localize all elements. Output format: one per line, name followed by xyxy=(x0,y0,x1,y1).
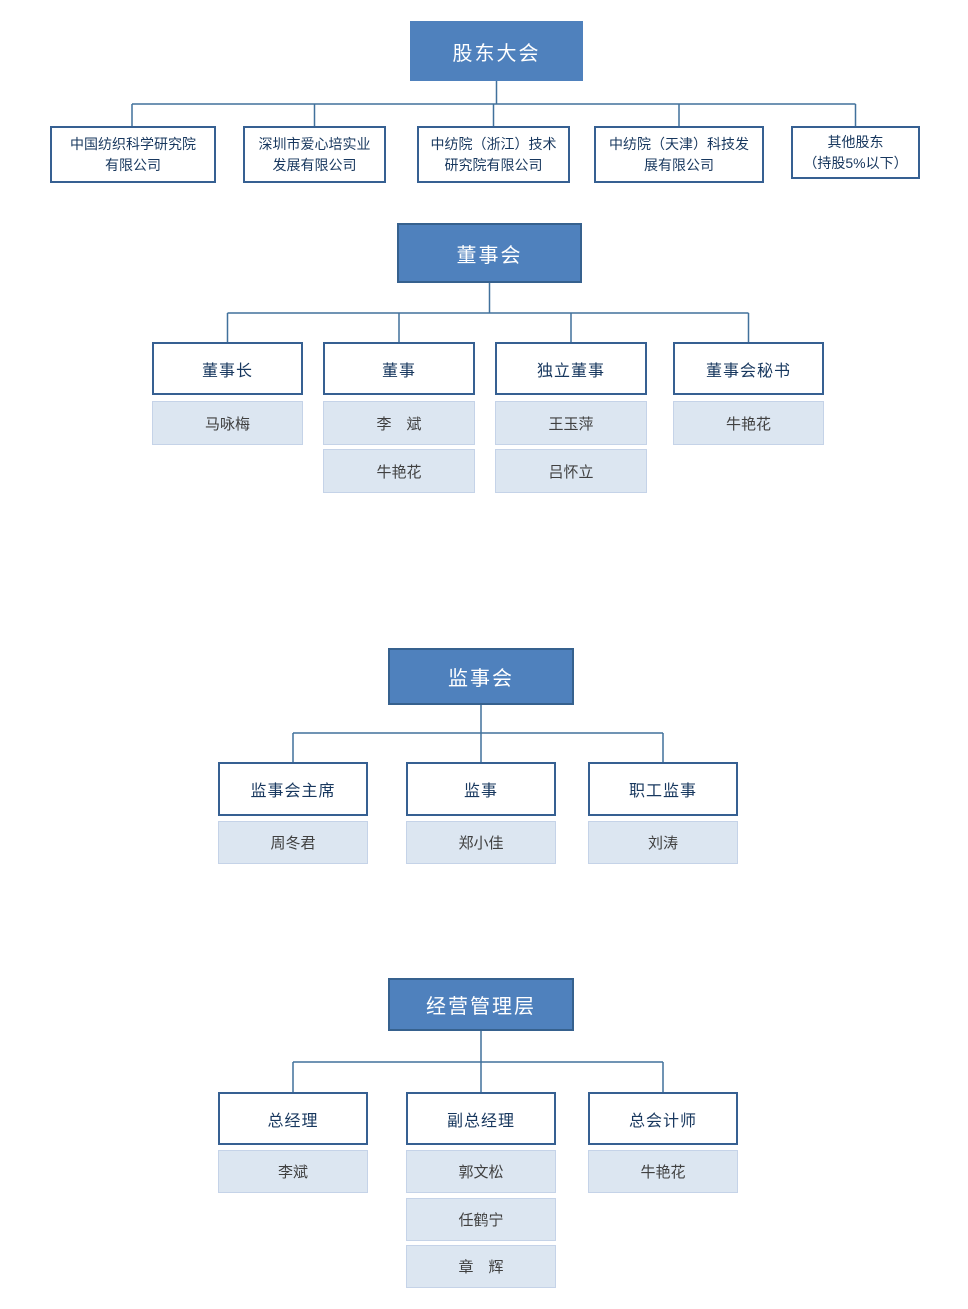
position-supervisory-chairman: 监事会主席 xyxy=(218,762,368,816)
shareholder-box: 中纺院（浙江）技术 研究院有限公司 xyxy=(417,126,570,183)
person-name-box: 王玉萍 xyxy=(495,401,647,445)
person-name-box: 马咏梅 xyxy=(152,401,303,445)
person-name-box: 吕怀立 xyxy=(495,449,647,493)
position-director: 董事 xyxy=(323,342,475,395)
position-deputy-general-manager: 副总经理 xyxy=(406,1092,556,1145)
org-header-supervisory-board: 监事会 xyxy=(388,648,574,705)
person-name-box: 周冬君 xyxy=(218,821,368,864)
position-board-secretary: 董事会秘书 xyxy=(673,342,824,395)
org-header-management: 经营管理层 xyxy=(388,978,574,1031)
person-name-box: 郭文松 xyxy=(406,1150,556,1193)
person-name-box: 刘涛 xyxy=(588,821,738,864)
person-name-box: 章 辉 xyxy=(406,1245,556,1288)
position-independent-director: 独立董事 xyxy=(495,342,647,395)
shareholder-box: 深圳市爱心培实业 发展有限公司 xyxy=(243,126,386,183)
position-employee-supervisor: 职工监事 xyxy=(588,762,738,816)
person-name-box: 牛艳花 xyxy=(673,401,824,445)
shareholder-box: 中纺院（天津）科技发 展有限公司 xyxy=(594,126,764,183)
position-supervisor: 监事 xyxy=(406,762,556,816)
org-header-shareholders-meeting: 股东大会 xyxy=(410,21,583,81)
person-name-box: 郑小佳 xyxy=(406,821,556,864)
position-chairman: 董事长 xyxy=(152,342,303,395)
person-name-box: 李斌 xyxy=(218,1150,368,1193)
person-name-box: 牛艳花 xyxy=(588,1150,738,1193)
person-name-box: 李 斌 xyxy=(323,401,475,445)
shareholder-box: 中国纺织科学研究院 有限公司 xyxy=(50,126,216,183)
position-chief-accountant: 总会计师 xyxy=(588,1092,738,1145)
org-header-board-of-directors: 董事会 xyxy=(397,223,582,283)
position-general-manager: 总经理 xyxy=(218,1092,368,1145)
shareholder-box: 其他股东 （持股5%以下） xyxy=(791,126,920,179)
person-name-box: 牛艳花 xyxy=(323,449,475,493)
person-name-box: 任鹤宁 xyxy=(406,1198,556,1241)
